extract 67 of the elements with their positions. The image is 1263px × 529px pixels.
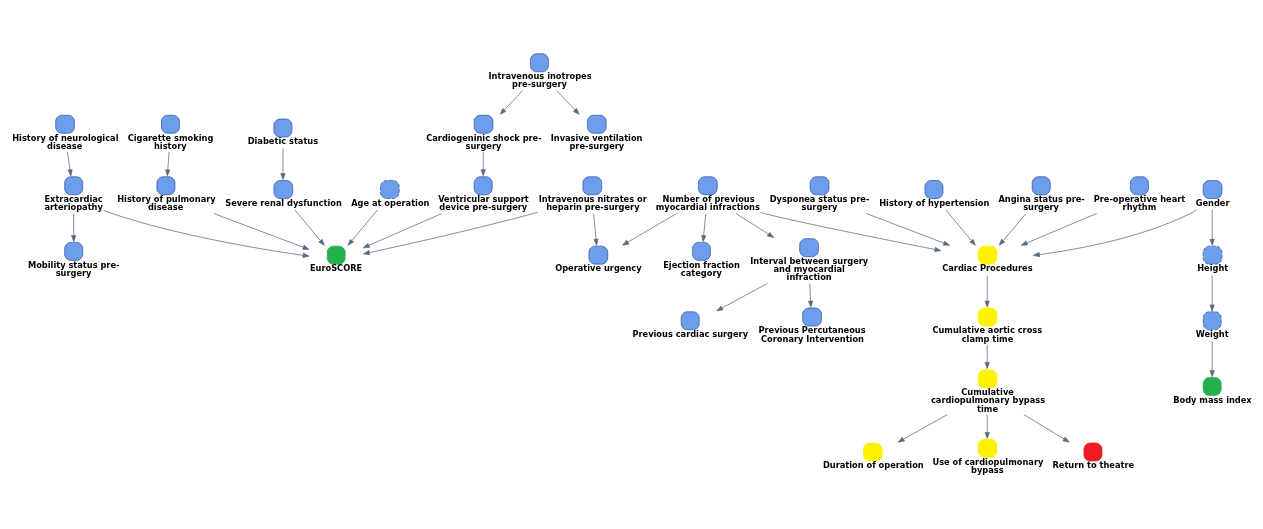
arrow <box>622 213 677 246</box>
node-label: Previous Percutaneous Coronary Intervention <box>758 325 866 344</box>
node-label: Cardiac Procedures <box>942 263 1033 274</box>
node-label: Extracardiac arteriopathy <box>44 194 103 213</box>
node-label: Return to theatre <box>1052 460 1135 471</box>
arrow <box>71 213 77 242</box>
arrow <box>701 213 707 242</box>
arrow <box>808 283 814 308</box>
arrow <box>347 209 378 246</box>
node-label: Cumulative cardiopulmonary bypass time <box>930 387 1046 414</box>
node-label: Age at operation <box>351 197 430 208</box>
node-label: History of hypertension <box>879 197 990 208</box>
arrow <box>866 213 950 246</box>
node-label: Use of cardiopulmonary bypass <box>932 456 1044 475</box>
node-label: Mobility status pre-surgery <box>27 259 120 278</box>
arrow <box>480 151 486 177</box>
arrow <box>363 212 538 256</box>
arrow <box>1023 414 1070 443</box>
node-label: History of pulmonary disease <box>117 194 216 213</box>
node-label: Cigarette smoking history <box>127 132 214 151</box>
node-label: Interval between surgery and myocardial infraction <box>750 255 869 283</box>
node-label: Intravenous inotropes pre-surgery <box>488 71 592 90</box>
node-label: Body mass index <box>1173 394 1252 405</box>
arrow <box>760 212 942 252</box>
arrow <box>897 414 948 443</box>
node-label: Gender <box>1195 197 1230 208</box>
node-label: History of neurological disease <box>12 132 119 151</box>
arrow <box>280 148 286 180</box>
arrow <box>103 210 310 258</box>
node-label: Previous cardiac surgery <box>632 329 749 340</box>
arrow <box>1020 213 1097 246</box>
arrow <box>362 213 443 249</box>
arrow <box>556 90 580 115</box>
arrow <box>716 283 768 312</box>
arrow <box>998 213 1027 246</box>
node-label: Operative urgency <box>555 263 642 274</box>
node-label: Height <box>1197 263 1229 274</box>
arrow <box>294 209 325 246</box>
node-label: Pre-operative heart rhythm <box>1093 194 1186 213</box>
node-label: Ejection fraction category <box>663 259 740 278</box>
node-label: Angina status pre-surgery <box>998 194 1085 213</box>
arrow <box>984 344 990 369</box>
arrow <box>1033 209 1197 258</box>
node-label: Diabetic status <box>247 136 319 147</box>
arrow <box>735 213 774 238</box>
node-label: Duration of operation <box>822 460 924 471</box>
arrow <box>1209 340 1215 377</box>
node-label: Ventricular support device pre-surgery <box>438 194 529 213</box>
arrow <box>984 414 990 439</box>
arrow <box>213 213 310 250</box>
arrow <box>984 275 990 308</box>
node-label: Severe renal dysfunction <box>225 197 342 208</box>
node-label: Invasive ventilation pre-surgery <box>550 132 643 151</box>
node-label: Number of previous myocardial infractions <box>655 194 760 213</box>
node-label: Cardiogeninic shock pre-surgery <box>426 132 542 151</box>
arrow <box>165 151 171 177</box>
arrow <box>593 213 599 246</box>
node-label: Dysponea status pre-surgery <box>769 194 870 213</box>
node-label: EuroSCORE <box>309 263 363 274</box>
arrow <box>1209 275 1215 312</box>
node-label: Cumulative aortic cross clamp time <box>932 325 1043 344</box>
node-label: Weight <box>1195 329 1229 340</box>
arrow <box>67 151 73 177</box>
arrow <box>499 90 523 115</box>
arrow <box>1209 209 1215 246</box>
arrow <box>945 209 976 246</box>
node-label: Intravenous nitrates or heparin pre-surgery <box>538 194 647 213</box>
